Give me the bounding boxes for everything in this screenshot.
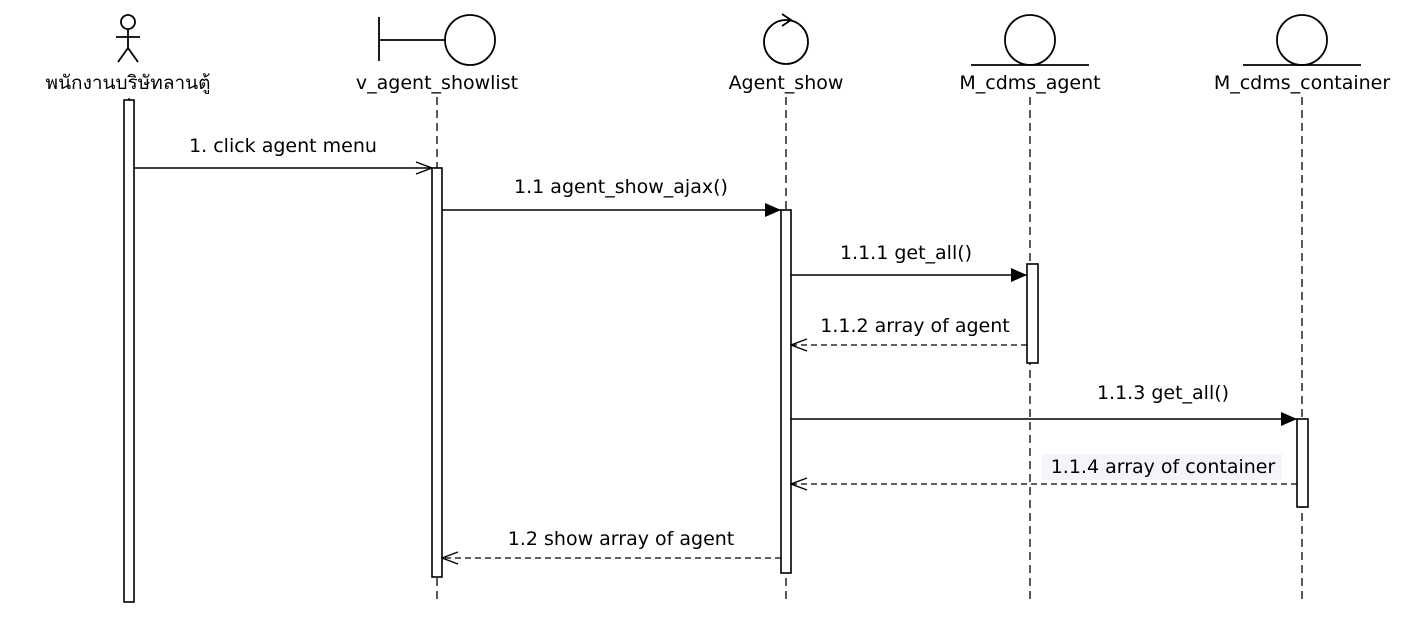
message-label-1-1-1: 1.1.1 get_all() <box>840 242 972 264</box>
entity-icon <box>971 14 1089 66</box>
control-icon <box>763 13 809 65</box>
activation-actor <box>123 99 135 603</box>
message-label-1-1-4: 1.1.4 array of container <box>1051 456 1276 478</box>
message-label-1-1: 1.1 agent_show_ajax() <box>514 176 728 198</box>
activation-control <box>780 209 792 574</box>
entity-icon <box>1243 14 1361 66</box>
message-label-1-2: 1.2 show array of agent <box>508 528 735 550</box>
boundary-icon <box>378 14 496 66</box>
message-label-1: 1. click agent menu <box>189 135 377 157</box>
participant-control-label: Agent_show <box>729 72 844 94</box>
actor-icon <box>116 14 140 63</box>
participant-entity2-label: M_cdms_container <box>1214 72 1391 94</box>
participant-boundary-label: v_agent_showlist <box>356 72 518 94</box>
message-label-1-1-4-background <box>1042 454 1282 480</box>
activation-entity2 <box>1296 418 1309 508</box>
activation-entity1 <box>1026 263 1039 364</box>
participant-entity1-label: M_cdms_agent <box>959 72 1100 94</box>
participant-actor-label: พนักงานบริษัทลานตู้ <box>46 72 211 94</box>
message-label-1-1-2: 1.1.2 array of agent <box>820 315 1009 337</box>
message-label-1-1-3: 1.1.3 get_all() <box>1097 382 1229 404</box>
activation-boundary <box>431 167 443 578</box>
